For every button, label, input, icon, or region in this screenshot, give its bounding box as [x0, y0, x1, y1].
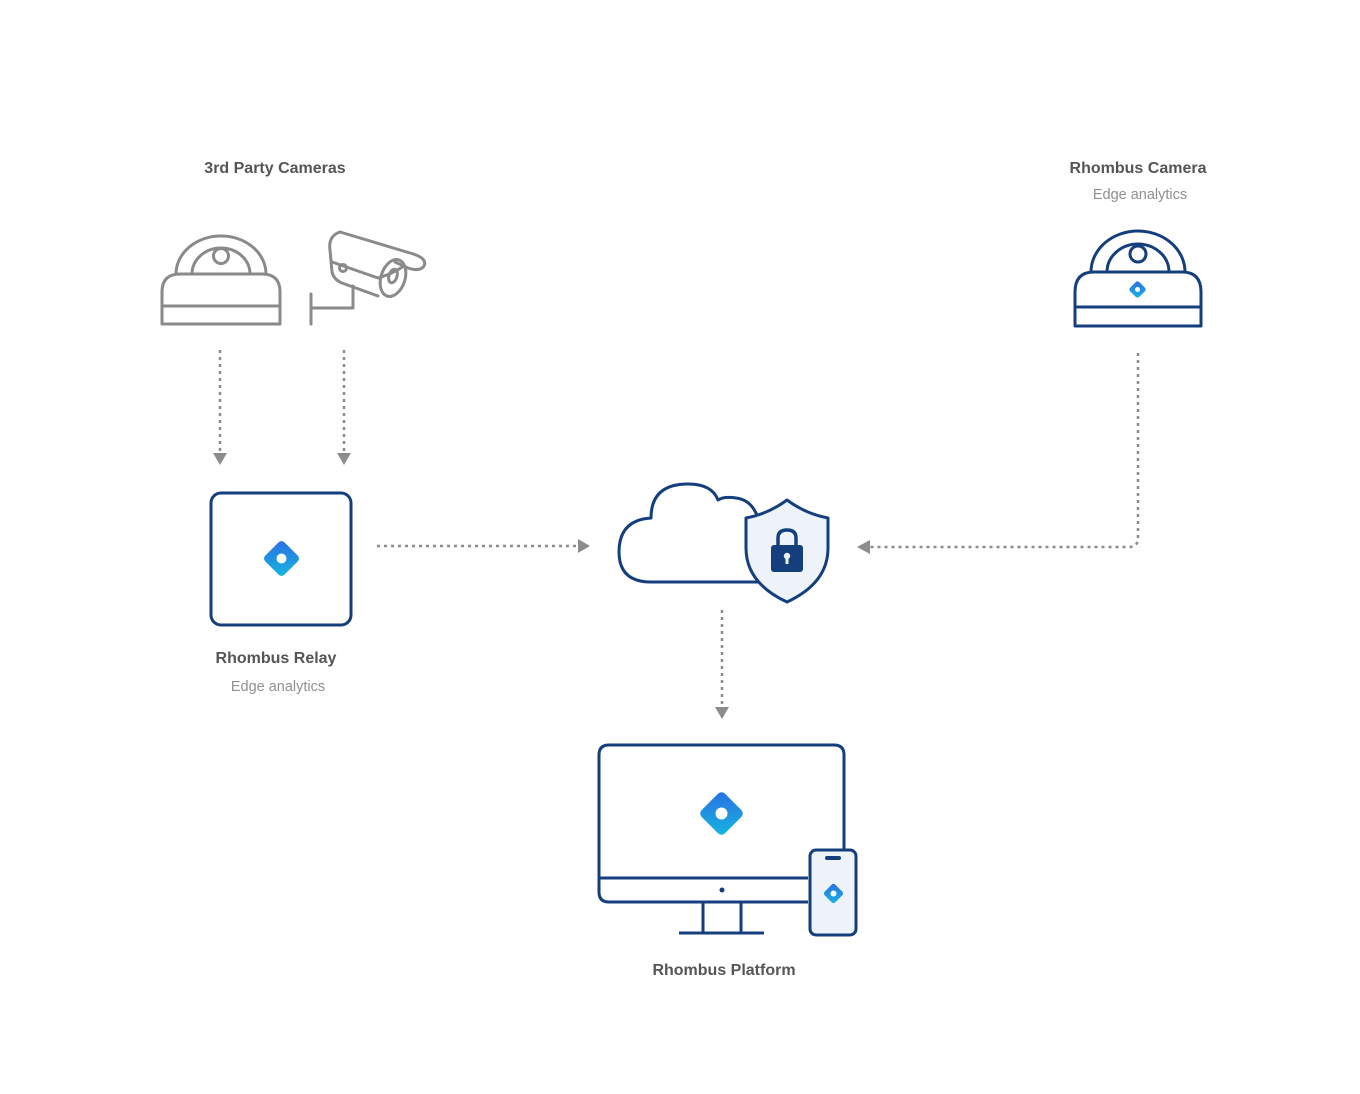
rhombus-dome-camera-icon	[1073, 229, 1203, 328]
arrow-dome-to-relay	[213, 350, 227, 465]
lock-icon	[771, 528, 803, 572]
rhombus-platform-title: Rhombus Platform	[652, 962, 796, 979]
rhombus-camera-title: Rhombus Camera	[1069, 160, 1207, 177]
arrow-relay-to-cloud	[377, 539, 590, 553]
desktop-monitor-icon	[597, 743, 846, 935]
dome-camera-icon	[160, 234, 282, 326]
arrow-bullet-to-relay	[337, 350, 351, 465]
mobile-phone-icon	[808, 848, 858, 937]
cloud-icon	[617, 482, 760, 584]
relay-box-icon	[209, 491, 353, 627]
rhombus-relay-title: Rhombus Relay	[215, 650, 337, 667]
third-party-cameras-title: 3rd Party Cameras	[204, 160, 346, 177]
rhombus-camera-subtitle: Edge analytics	[1092, 187, 1188, 203]
rhombus-relay-subtitle: Edge analytics	[230, 679, 326, 695]
arrow-camera-to-cloud	[857, 353, 1140, 554]
arrow-cloud-to-platform	[715, 610, 729, 719]
bullet-camera-icon	[309, 230, 427, 326]
secure-cloud-icon	[617, 482, 830, 604]
rhombus-logo-icon	[1129, 281, 1146, 298]
